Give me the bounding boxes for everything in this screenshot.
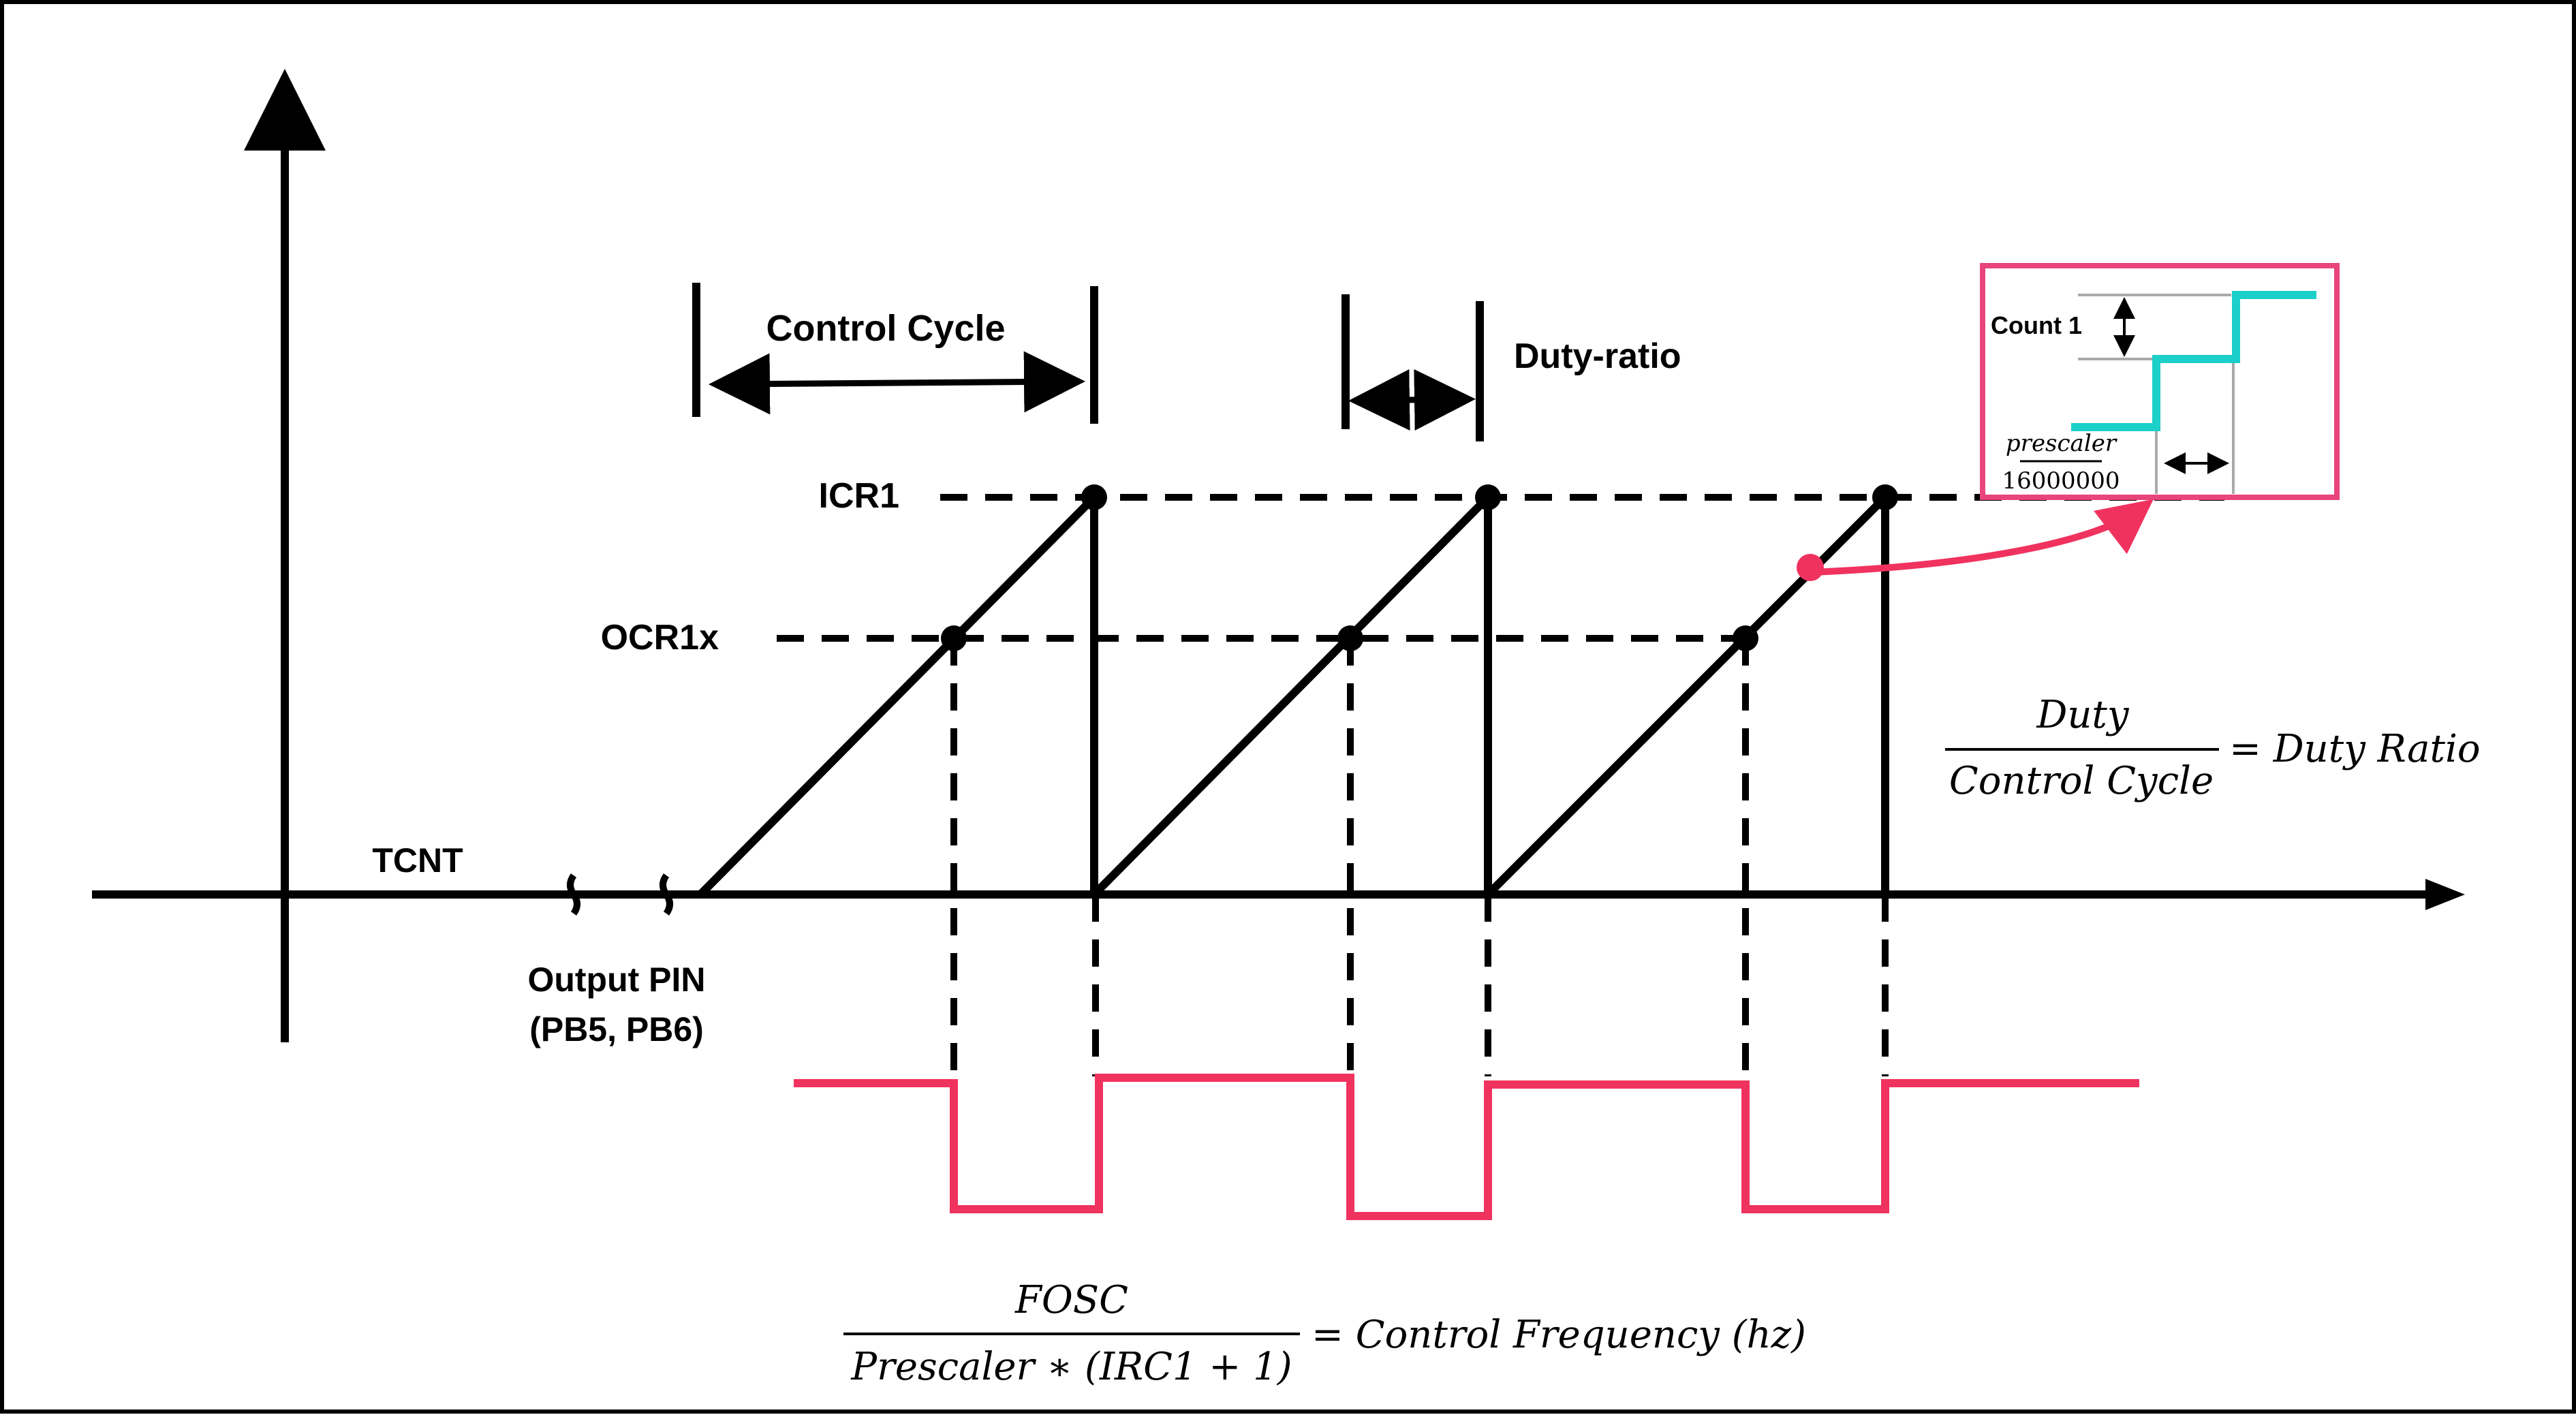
axis-break-icon (567, 873, 580, 916)
prescaler-label: prescaler (2006, 430, 2117, 457)
control-cycle-label: Control Cycle (766, 308, 1005, 349)
duty-ratio-label: Duty-ratio (1514, 337, 1681, 376)
duty-ratio-bracket: Duty-ratio (1341, 294, 1681, 441)
icr1-point (1081, 484, 1107, 510)
frequency-formula: FOSC Prescaler ∗ (IRC1 + 1) = Control Fr… (843, 1278, 1806, 1389)
icr1-point (1872, 484, 1898, 510)
control-cycle-bracket: Control Cycle (692, 283, 1098, 424)
icr1-point (1475, 484, 1501, 510)
callout-arrow-icon (1812, 499, 2154, 576)
count-label: Count 1 (1991, 311, 2082, 339)
frequency-result: = Control Frequency (hz) (1312, 1313, 1806, 1357)
ocr1x-label: OCR1x (601, 618, 719, 657)
callout-point (1797, 554, 1824, 581)
staircase-signal (2071, 291, 2316, 431)
tcnt-label: TCNT (372, 841, 463, 879)
duty-ratio-arrow-icon (1348, 369, 1476, 431)
duty-result: = Duty Ratio (2229, 727, 2481, 771)
duty-ratio-formula: Duty Control Cycle = Duty Ratio (1945, 693, 2481, 803)
duty-denominator: Control Cycle (1949, 759, 2214, 803)
x-axis-arrow-icon (2425, 879, 2465, 910)
clock-label: 16000000 (2002, 467, 2120, 495)
axes (92, 69, 2465, 1042)
reference-lines (777, 494, 2224, 1213)
axis-break-icon (659, 873, 673, 916)
pwm-output-signal (794, 1074, 2139, 1220)
control-cycle-arrow-icon (709, 351, 1085, 415)
inset-border (1980, 263, 2340, 500)
frequency-numerator: FOSC (1014, 1278, 1128, 1322)
ocr1x-point (1337, 625, 1363, 651)
sample-points (941, 484, 1898, 651)
tcnt-sawtooth (697, 493, 1889, 899)
frequency-denominator: Prescaler ∗ (IRC1 + 1) (850, 1345, 1292, 1389)
duty-numerator: Duty (2036, 693, 2129, 737)
output-pin-sublabel: (PB5, PB6) (529, 1010, 704, 1048)
prescaler-inset: Count 1 prescaler 16000000 (1980, 263, 2340, 500)
output-pin-label: Output PIN (527, 961, 705, 999)
ocr1x-point (941, 625, 967, 651)
inset-callout (1797, 499, 2154, 581)
icr1-label: ICR1 (819, 476, 899, 516)
ocr1x-point (1733, 625, 1758, 651)
